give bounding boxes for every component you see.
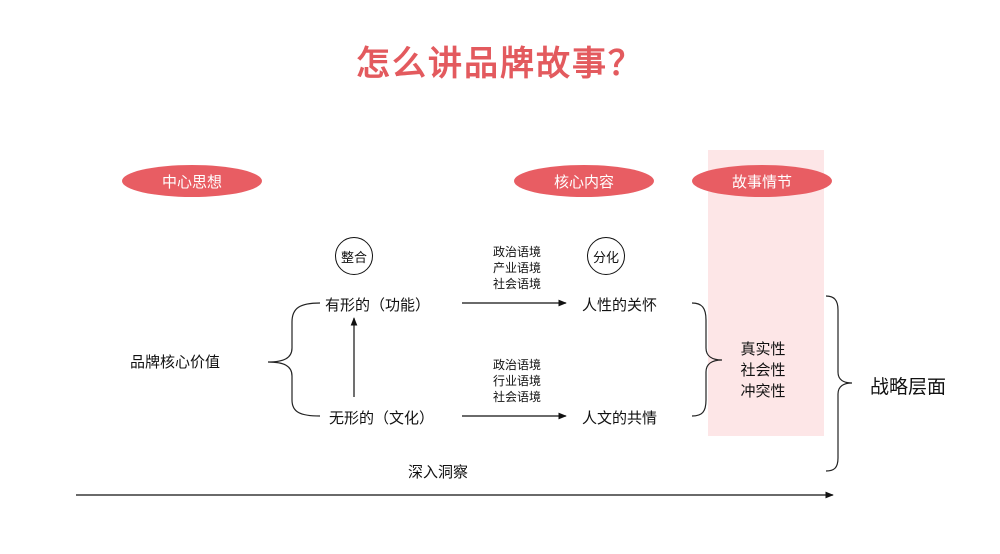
context-item: 社会语境 [492, 277, 541, 291]
core-content-pill: 核心内容 [514, 165, 654, 197]
context-item: 政治语境 [492, 245, 541, 259]
upper-contexts: 政治语境 产业语境 社会语境 [476, 244, 558, 292]
brand-core-value-label: 品牌核心价值 [130, 353, 221, 371]
cultural-empathy-label: 人文的共情 [582, 409, 658, 427]
right-bracket [691, 302, 723, 417]
integrate-circle: 整合 [335, 237, 373, 275]
differentiate-circle: 分化 [587, 237, 625, 275]
strategy-bracket [825, 295, 853, 472]
intangible-culture-label: 无形的（文化） [329, 409, 435, 427]
story-plot-pill: 故事情节 [692, 165, 832, 197]
page-title: 怎么讲品牌故事？ [356, 44, 644, 84]
trait-item: 真实性 [740, 340, 786, 358]
central-idea-pill: 中心思想 [122, 165, 262, 197]
trait-item: 冲突性 [740, 382, 786, 400]
human-care-label: 人性的关怀 [582, 296, 658, 314]
story-plot-band [708, 150, 824, 436]
context-item: 行业语境 [492, 374, 541, 388]
lower-contexts: 政治语境 行业语境 社会语境 [476, 357, 558, 405]
tangible-function-label: 有形的（功能） [325, 296, 431, 314]
context-item: 政治语境 [492, 358, 541, 372]
left-bracket [267, 302, 321, 417]
context-item: 产业语境 [492, 261, 541, 275]
strategy-level-label: 战略层面 [870, 376, 947, 398]
context-item: 社会语境 [492, 390, 541, 404]
deep-insight-label: 深入洞察 [408, 463, 469, 481]
story-traits: 真实性 社会性 冲突性 [723, 339, 803, 402]
trait-item: 社会性 [740, 361, 786, 379]
